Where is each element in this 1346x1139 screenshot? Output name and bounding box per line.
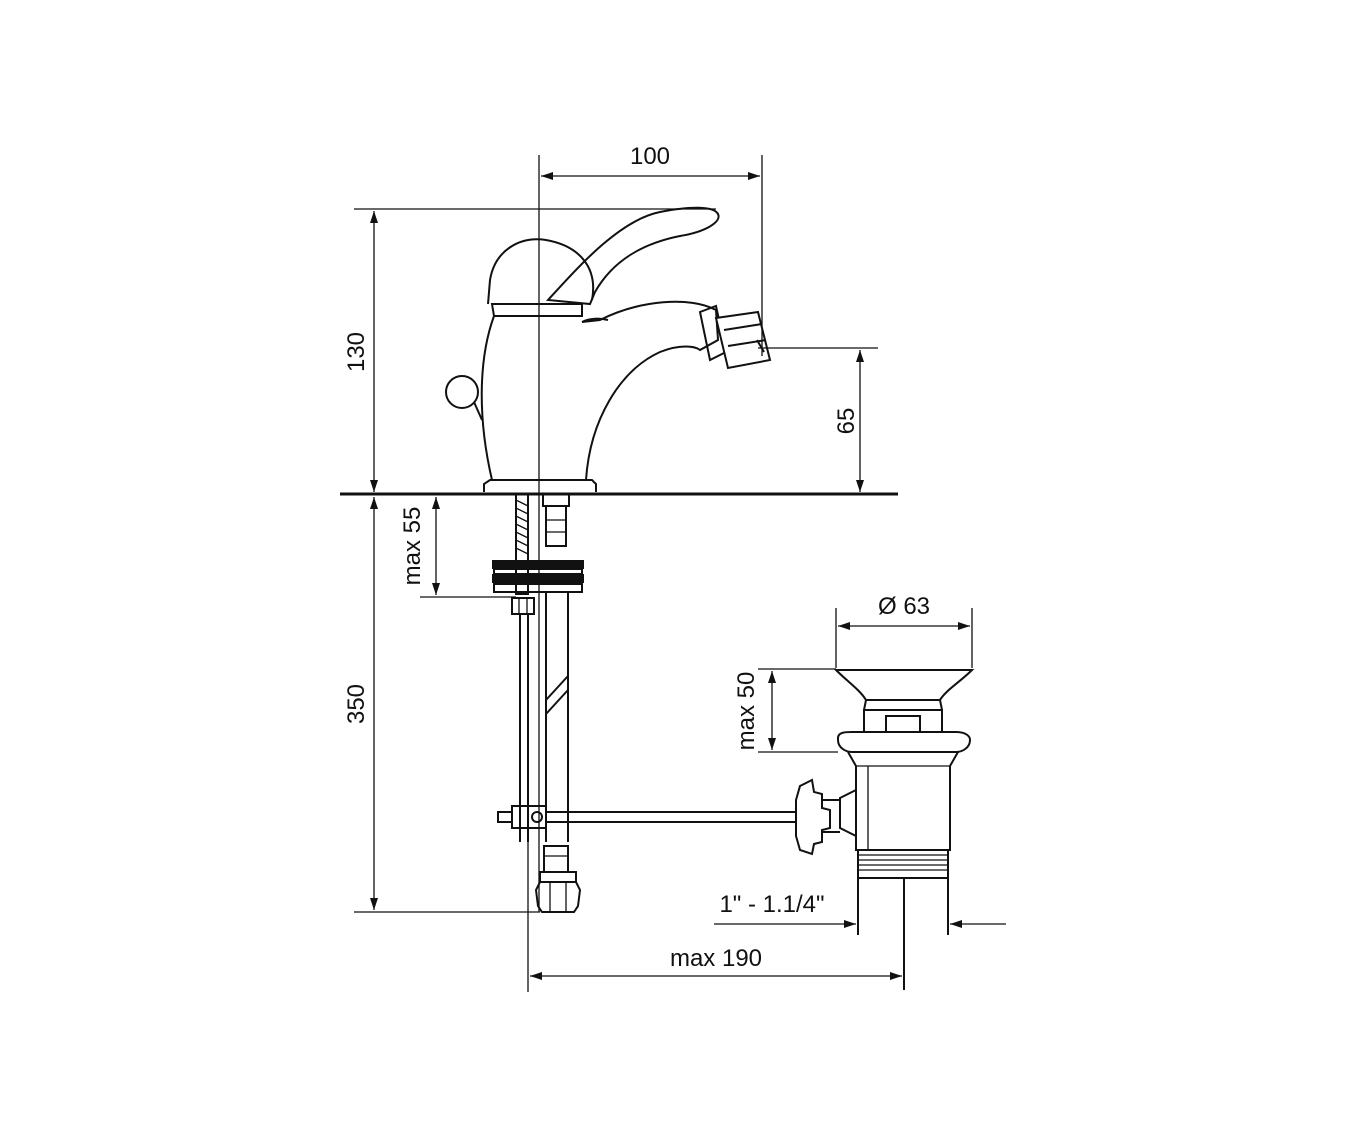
base-flange	[483, 479, 597, 492]
dim-label-100: 100	[630, 143, 670, 170]
dim-rod-reach: max 190	[527, 842, 902, 992]
waste-cap	[833, 669, 975, 701]
dim-deck-thickness: max 55	[399, 497, 516, 598]
waste-flange	[837, 731, 972, 753]
dim-waste-thread: 1" - 1.1/4"	[714, 891, 1006, 928]
lever-handle	[545, 206, 720, 306]
handle-dome	[487, 238, 595, 305]
popup-knob	[445, 375, 479, 409]
dim-total-height: 130	[343, 208, 716, 492]
popup-rod	[497, 805, 796, 829]
dim-label-diameter: Ø 63	[878, 593, 930, 620]
waste-valve	[795, 669, 975, 990]
dim-waste-height: max 50	[733, 668, 838, 753]
body-inner-contour	[581, 317, 609, 323]
faucet-body	[445, 206, 772, 492]
spout-nozzle	[714, 310, 772, 370]
waste-thread	[857, 849, 949, 879]
under-deck-assembly	[492, 493, 584, 913]
handle-ring	[490, 303, 583, 317]
dim-hose-length: 350	[343, 497, 540, 913]
dim-label-max55: max 55	[399, 507, 426, 586]
rod-knurled-nut	[795, 778, 831, 856]
dim-label-max190: max 190	[670, 945, 762, 972]
dim-label-350: 350	[343, 684, 370, 724]
dim-waste-diameter: Ø 63	[835, 593, 973, 668]
dim-spout-height: 65	[758, 347, 878, 492]
dim-label-max50: max 50	[733, 672, 760, 751]
steel-washer	[492, 574, 584, 583]
dim-spout-reach: 100	[538, 143, 763, 912]
dim-label-65: 65	[833, 408, 860, 435]
dim-label-130: 130	[343, 332, 370, 372]
rubber-washer	[492, 560, 584, 569]
body-shell	[480, 300, 720, 481]
dim-label-thread: 1" - 1.1/4"	[719, 891, 824, 918]
